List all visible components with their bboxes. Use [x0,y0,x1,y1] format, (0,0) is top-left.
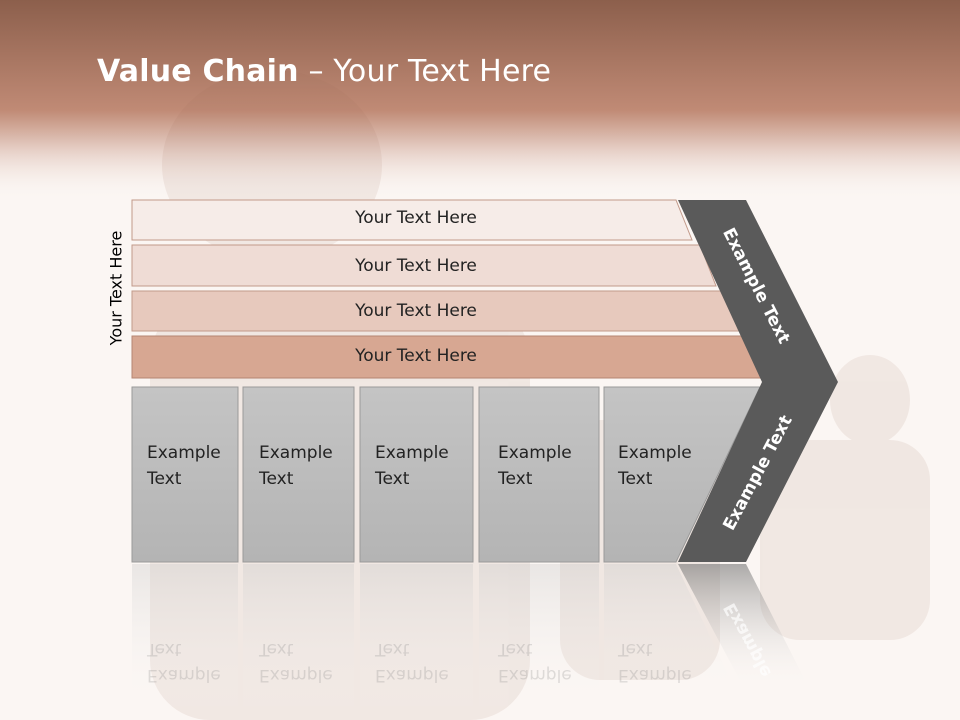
box-label-2-line2: Text [259,469,294,489]
box-label-3-line1: Example [375,443,449,463]
vertical-label: Your Text Here [106,230,126,346]
box-shape-4 [478,386,600,563]
title-bold: Value Chain [97,54,299,89]
box-label-2-line1: Example [259,443,333,463]
slide-title: Value Chain – Your Text Here [97,54,551,89]
box-label-1-line1: Example [147,443,221,463]
chevron-shape [678,200,838,562]
row-shape-1 [131,199,693,241]
box-shape-2 [242,386,355,563]
row-label-4: Your Text Here [355,346,477,366]
box-shape-1 [131,386,239,563]
row-label-2: Your Text Here [355,256,477,276]
box-label-3-line2: Text [375,469,410,489]
row-shape-2 [131,244,717,287]
box-shape-5 [603,386,761,563]
box-label-4-line1: Example [498,443,572,463]
header-band [0,0,960,200]
box-label-5-line1: Example [618,443,692,463]
box-shape-3 [359,386,474,563]
title-rest: – Your Text Here [298,54,552,89]
box-label-1-line2: Text [147,469,182,489]
box-label-5-line2: Text [618,469,653,489]
row-label-3: Your Text Here [355,301,477,321]
box-label-4-line2: Text [498,469,533,489]
row-label-1: Your Text Here [355,208,477,228]
